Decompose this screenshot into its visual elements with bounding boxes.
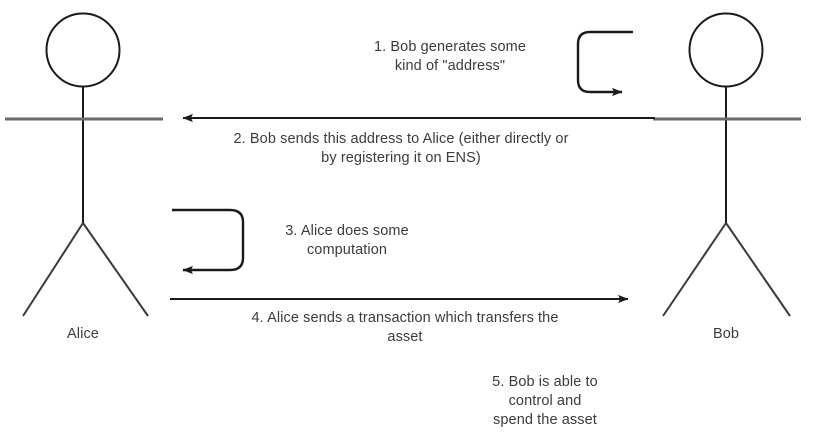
step-1-self-loop-arrow bbox=[576, 30, 633, 97]
actor-alice-figure bbox=[5, 12, 163, 317]
actor-label-bob: Bob bbox=[712, 326, 740, 342]
step-5-label: 5. Bob is able to control and spend the … bbox=[492, 374, 598, 428]
bob-head-icon bbox=[688, 12, 764, 88]
actor-label-alice: Alice bbox=[67, 326, 99, 342]
step-1-label: 1. Bob generates some kind of "address" bbox=[373, 39, 527, 74]
actor-bob-figure bbox=[653, 12, 801, 317]
step-3-label: 3. Alice does some computation bbox=[285, 223, 409, 258]
alice-leg-right-line bbox=[82, 222, 149, 317]
step-4-label: 4. Alice sends a transaction which trans… bbox=[251, 310, 559, 345]
alice-head-icon bbox=[45, 12, 121, 88]
step-2-label: 2. Bob sends this address to Alice (eith… bbox=[233, 131, 569, 166]
alice-leg-left-line bbox=[22, 222, 84, 317]
step-3-self-loop-arrow bbox=[172, 208, 245, 275]
bob-leg-left-line bbox=[662, 222, 727, 317]
bob-leg-right-line bbox=[725, 222, 791, 317]
